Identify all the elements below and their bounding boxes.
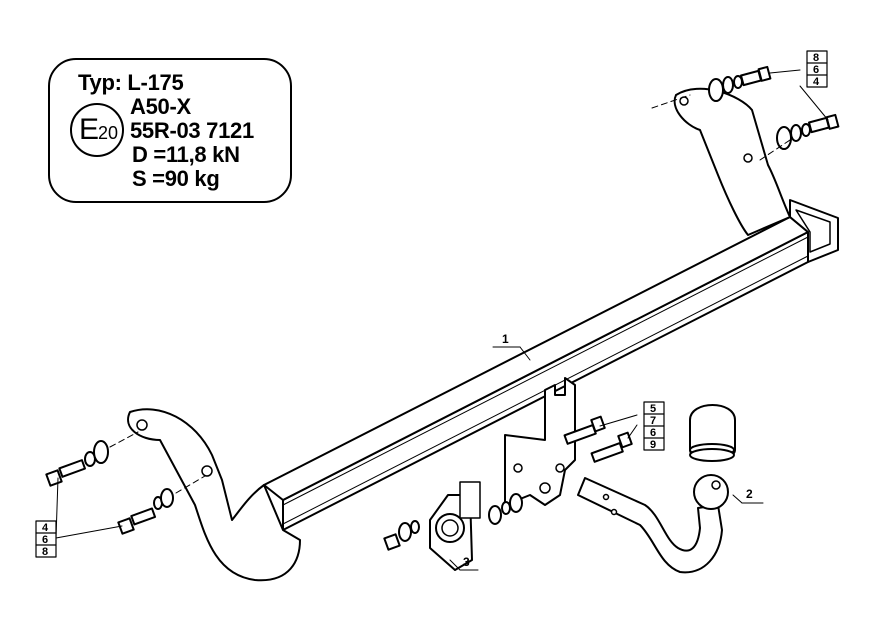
hardware-box-right: 8 6 4 (806, 50, 828, 88)
callout-numbers: 1 2 3 (463, 332, 753, 569)
center-bolts (563, 415, 633, 463)
hardware-center-1: 5 (650, 403, 656, 415)
right-side-bracket (673, 87, 791, 236)
right-hardware-set (651, 65, 840, 161)
hardware-right-1: 8 (813, 52, 819, 64)
hardware-box-left: 4 6 8 (35, 520, 57, 558)
hardware-center-4: 9 (650, 439, 656, 451)
socket-plate (383, 481, 523, 571)
hardware-right-2: 6 (813, 64, 819, 76)
callout-3: 3 (463, 555, 470, 569)
approval-number: 55R-03 7121 (130, 118, 254, 143)
left-side-bracket (127, 408, 301, 582)
hardware-left-1: 4 (42, 522, 49, 534)
d-value: D =11,8 kN (132, 142, 240, 167)
e-mark-letter: E (79, 113, 100, 146)
hardware-left-2: 6 (42, 534, 48, 546)
approval-info-box: Typ: L-175 A50-X E 20 55R-03 7121 D =11,… (48, 58, 292, 203)
e-mark-icon: E 20 (70, 103, 124, 157)
hardware-box-center: 5 7 6 9 (643, 401, 665, 451)
hardware-center-2: 7 (650, 415, 656, 427)
s-value: S =90 kg (132, 166, 220, 191)
center-mount-plate (504, 377, 576, 506)
left-hardware-set (45, 431, 206, 535)
callout-2: 2 (746, 487, 753, 501)
type-label: Typ: L-175 (78, 70, 184, 95)
approval-class: A50-X (130, 94, 191, 119)
callout-1: 1 (502, 332, 509, 346)
hardware-left-3: 8 (42, 546, 48, 558)
e-mark-number: 20 (98, 123, 119, 143)
hardware-center-3: 6 (650, 427, 656, 439)
hardware-right-3: 4 (813, 76, 820, 88)
ball-neck (577, 474, 729, 574)
ball-cap (689, 404, 736, 462)
